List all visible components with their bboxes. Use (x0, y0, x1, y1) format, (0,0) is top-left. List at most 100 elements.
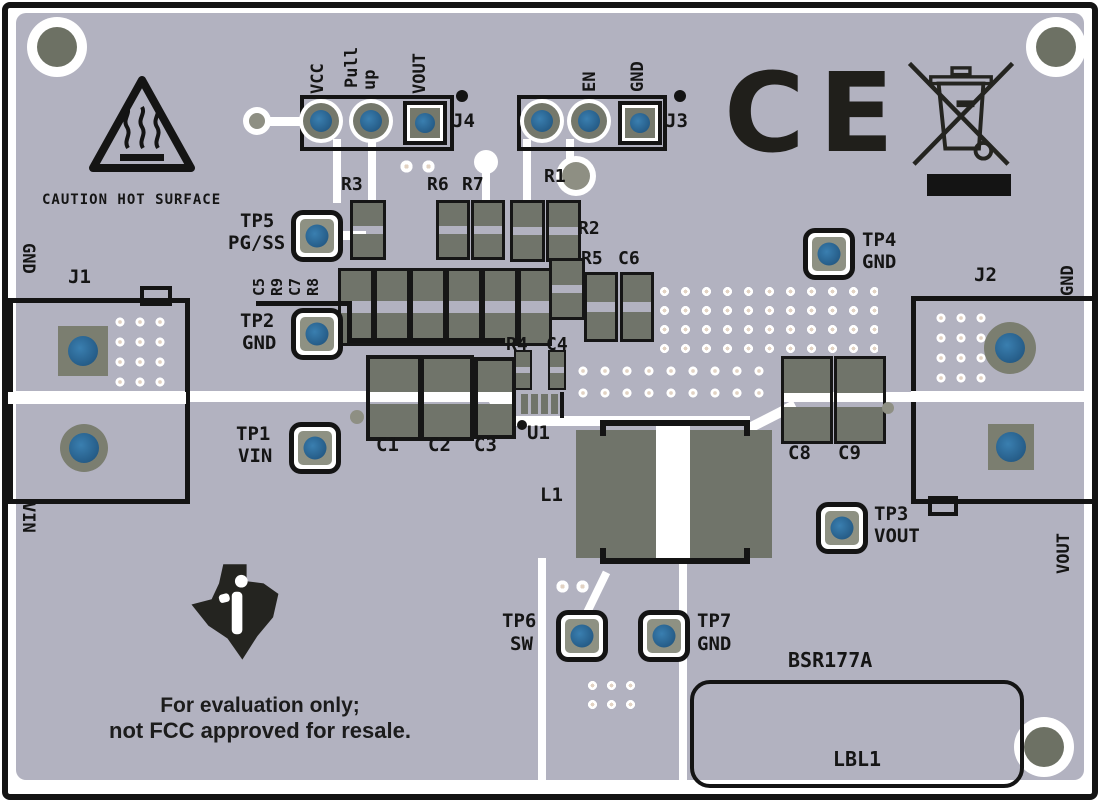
copper-trace (368, 139, 376, 205)
l1-outline (744, 420, 750, 436)
smd-component (446, 268, 482, 346)
j3-pin (520, 99, 564, 143)
c1-label: C1 (376, 434, 399, 456)
l1-outline (600, 420, 750, 426)
plated-pad (562, 162, 590, 190)
eval-notice-line1: For evaluation only; (160, 694, 360, 717)
copper-trace (333, 139, 341, 203)
l1-outline (600, 548, 606, 564)
via (556, 580, 569, 593)
j4-label: J4 (452, 110, 475, 132)
weee-bar (927, 174, 1011, 196)
r4-label: R4 (506, 334, 528, 355)
smd-r4 (514, 350, 532, 390)
l1-outline (600, 420, 606, 436)
testpoint-tp7 (638, 610, 690, 662)
mounting-hole (1014, 717, 1074, 777)
r6-label: R6 (427, 174, 449, 195)
u1-label: U1 (527, 422, 550, 444)
testpoint-tp4 (803, 228, 855, 280)
smd-c4 (548, 350, 566, 390)
copper-trace (538, 558, 546, 780)
copper-trace (566, 139, 574, 165)
copper-trace-vin (10, 391, 508, 402)
c4-label: C4 (546, 334, 568, 355)
r3-label: R3 (341, 174, 363, 195)
j3-pin-gnd (618, 101, 662, 145)
c8-label: C8 (788, 442, 811, 464)
c6-label: C6 (618, 248, 640, 269)
smd-r6 (436, 200, 470, 260)
mounting-hole (27, 17, 87, 77)
l1-sw-trace (656, 424, 690, 564)
l1-label: L1 (540, 484, 563, 506)
smd-component (518, 268, 552, 346)
smd-r1 (510, 200, 545, 262)
edge-label-gnd-left: GND (17, 243, 38, 274)
edge-label-vin: VIN (17, 502, 38, 533)
label-box: LBL1 (690, 680, 1024, 788)
via (422, 160, 435, 173)
smd-c8 (781, 356, 833, 444)
testpoint-tp6 (556, 610, 608, 662)
j1-gap (8, 392, 186, 404)
j1-notch (140, 286, 172, 306)
tp3-net: VOUT (874, 525, 920, 547)
smd-c6 (620, 272, 654, 342)
plated-pad (249, 113, 265, 129)
j2-notch (928, 496, 958, 516)
j4-pin-pullup (349, 99, 393, 143)
j4-pin-vcc (299, 99, 343, 143)
via-dot (350, 410, 364, 424)
tp3-ref: TP3 (874, 503, 909, 525)
testpoint-tp3 (816, 502, 868, 554)
smd-r5 (584, 272, 618, 342)
u1-pad (551, 394, 558, 414)
j4-pin-vout (403, 101, 447, 145)
tp7-ref: TP7 (697, 610, 732, 632)
j2-gap (911, 391, 1091, 402)
tp1-net: VIN (238, 445, 273, 467)
tp6-net: SW (510, 633, 533, 655)
r1-label: R1 (544, 166, 566, 187)
weee-bin-icon (907, 61, 1015, 166)
hot-surface-icon (89, 76, 195, 172)
via-dot (882, 402, 894, 414)
smd-r3 (350, 200, 386, 260)
c2-label: C2 (428, 434, 451, 456)
silk-divider (256, 301, 352, 306)
u1-pad (531, 394, 538, 414)
testpoint-tp2 (291, 308, 343, 360)
copper-trace (523, 139, 531, 203)
testpoint-tp5 (291, 210, 343, 262)
silk-divider (347, 301, 352, 343)
j1-label: J1 (68, 266, 91, 288)
pin1-marker (456, 90, 468, 102)
tp1-ref: TP1 (236, 423, 271, 445)
j1-pad-round (60, 424, 108, 472)
u1-outline (560, 392, 564, 418)
smd-c2 (420, 355, 474, 441)
j3-label: J3 (665, 110, 688, 132)
smd-component (482, 268, 518, 346)
via-field (572, 360, 770, 408)
pin1-marker (674, 90, 686, 102)
mounting-hole (1026, 17, 1086, 77)
smd-component (374, 268, 410, 346)
tp2-net: GND (242, 332, 277, 354)
via-field-j2 (931, 308, 991, 388)
eval-notice-line2: not FCC approved for resale. (109, 718, 411, 743)
ti-logo-icon (191, 564, 279, 660)
label-box-text: LBL1 (832, 747, 882, 771)
u1-pad (541, 394, 548, 414)
u1-pad (521, 394, 528, 414)
via-field (583, 676, 641, 716)
l1-outline (744, 548, 750, 564)
tp6-ref: TP6 (502, 610, 537, 632)
caution-text: CAUTION HOT SURFACE (42, 192, 222, 208)
l1-pad (576, 430, 656, 558)
c3-label: C3 (474, 434, 497, 456)
u1-pin1-marker (517, 420, 527, 430)
